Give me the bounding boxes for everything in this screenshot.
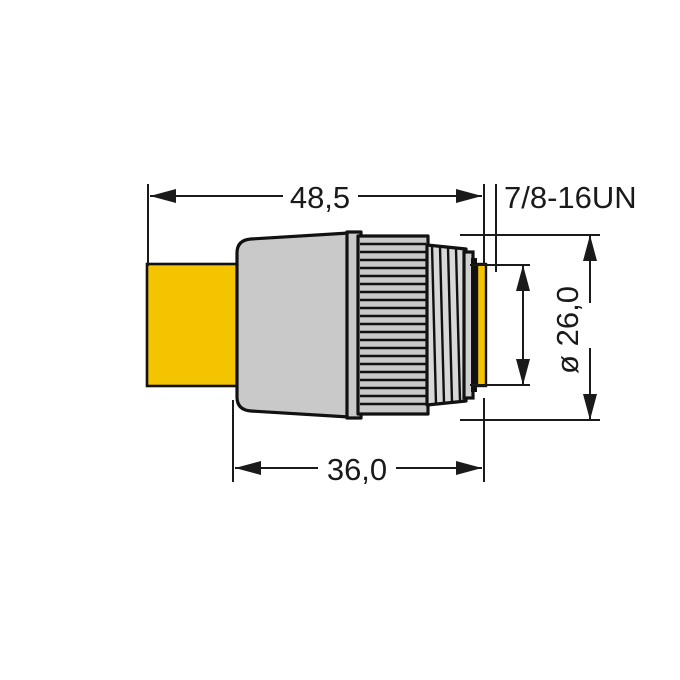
collar-flange [462,250,477,400]
dimension-body-length: 36,0 [232,398,485,487]
collar-dark-band [471,258,477,392]
dimension-outer-diameter: ø 26,0 [460,234,600,421]
annotation-label-thread: 7/8-16UN [504,180,637,215]
arrow-right-36 [456,461,482,475]
arrow-top-dia [583,235,597,261]
arrow-bottom-dia [583,394,597,420]
arrow-right-48 [456,189,482,203]
knurled-coupling-nut [345,230,430,420]
arrow-top-seal [516,265,530,291]
nut-rib-group [360,242,426,406]
cable-body [145,262,246,388]
cable [145,262,246,388]
strain-relief-body [235,231,351,419]
dimension-label-36: 36,0 [327,452,387,487]
thread-line-group [430,245,462,405]
body-shape [235,231,351,419]
annotation-thread-spec: 7/8-16UN [495,180,637,272]
arrow-bottom-seal [516,359,530,385]
dimension-label-48: 48,5 [290,180,350,215]
dimension-overall-length: 48,5 [147,180,485,266]
dimension-seal-height [470,264,530,386]
arrow-left-36 [235,461,261,475]
dimension-label-diameter: ø 26,0 [550,286,585,374]
threaded-section [425,243,468,407]
seal-band [475,262,488,388]
arrow-left-48 [150,189,176,203]
seal-ring [475,262,488,388]
connector-assembly [145,230,488,420]
